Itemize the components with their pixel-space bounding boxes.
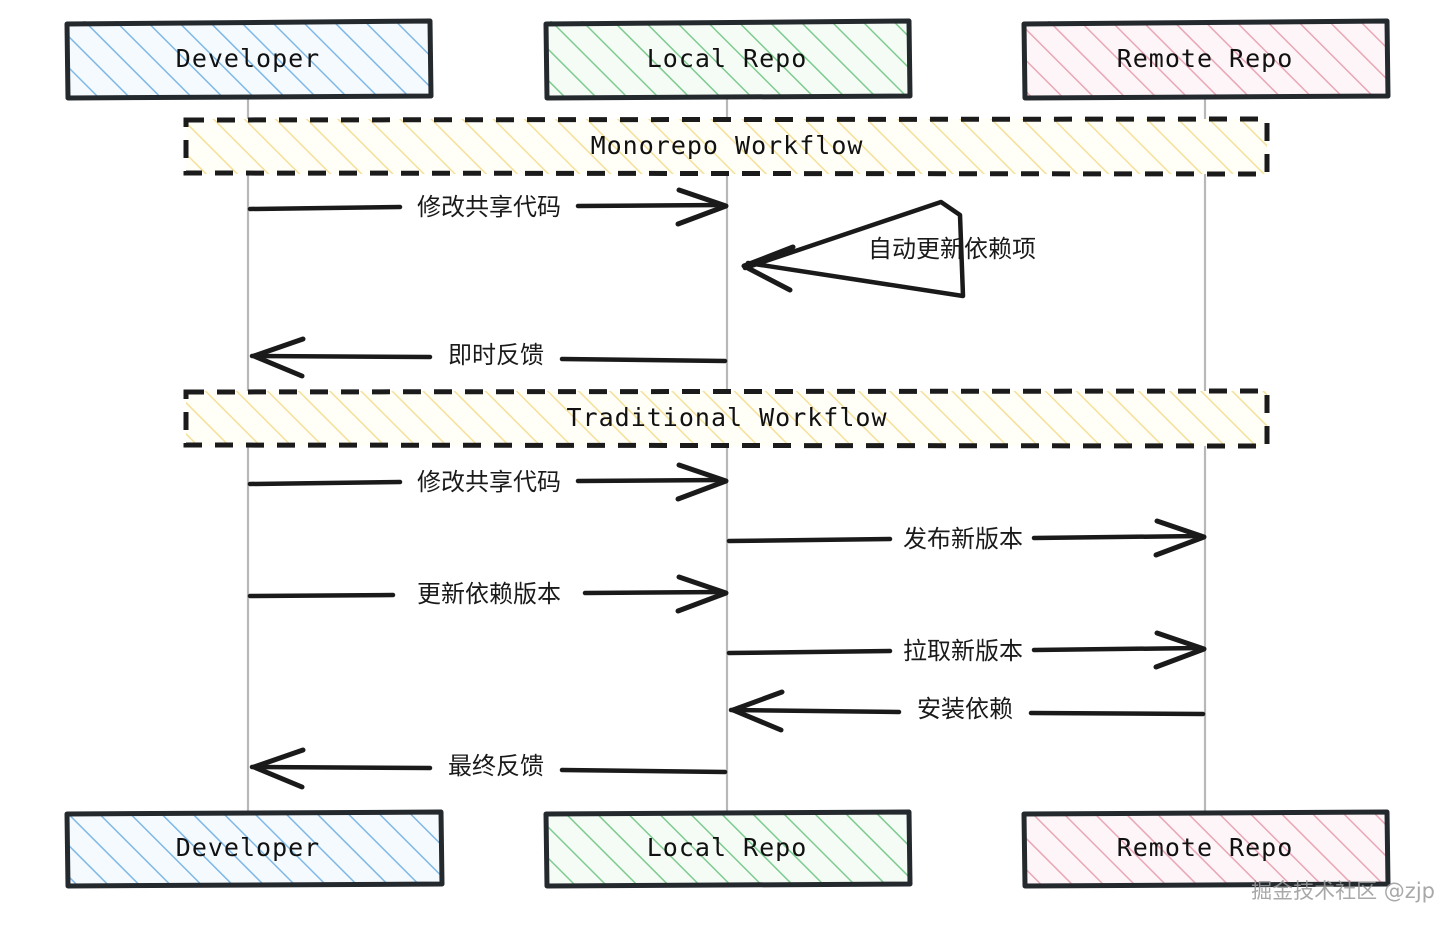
workflow-banner-traditional[interactable]: Traditional Workflow	[183, 388, 1270, 449]
message-arrow-install-dependencies[interactable]: 安装依赖	[728, 689, 1206, 733]
message-label-publish-new-version: 发布新版本	[903, 525, 1023, 553]
participant-header-local-repo[interactable]: Local Repo	[543, 18, 913, 101]
message-arrow-final-feedback[interactable]: 最终反馈	[249, 747, 728, 790]
participant-footer-developer[interactable]: Developer	[64, 809, 445, 889]
participant-label-remote-repo: Remote Repo	[1117, 44, 1294, 73]
message-arrow-instant-feedback[interactable]: 即时反馈	[249, 336, 728, 379]
message-label-instant-feedback: 即时反馈	[448, 341, 544, 369]
workflow-banner-monorepo[interactable]: Monorepo Workflow	[183, 116, 1270, 177]
participant-label-developer: Developer	[176, 44, 320, 73]
participant-label-developer-footer: Developer	[176, 833, 320, 862]
message-label-final-feedback: 最终反馈	[448, 752, 544, 780]
message-arrow-modify-shared-code-1[interactable]: 修改共享代码	[247, 187, 729, 227]
message-label-modify-shared-code-1: 修改共享代码	[417, 193, 561, 221]
message-label-modify-shared-code-2: 修改共享代码	[417, 468, 561, 496]
message-selfloop-auto-update-dependencies[interactable]: 自动更新依赖项	[741, 199, 1036, 299]
message-label-install-dependencies: 安装依赖	[917, 695, 1013, 723]
participant-header-remote-repo[interactable]: Remote Repo	[1021, 18, 1391, 101]
lifelines	[246, 98, 1207, 812]
message-label-auto-update-dependencies: 自动更新依赖项	[868, 235, 1036, 263]
participant-label-local-repo-footer: Local Repo	[647, 833, 808, 862]
message-label-update-dependency-version: 更新依赖版本	[417, 580, 561, 608]
message-arrow-modify-shared-code-2[interactable]: 修改共享代码	[247, 462, 729, 502]
message-arrow-update-dependency-version[interactable]: 更新依赖版本	[247, 574, 729, 614]
participant-header-developer[interactable]: Developer	[64, 18, 434, 101]
message-label-pull-new-version: 拉取新版本	[903, 637, 1023, 665]
participant-footer-local-repo[interactable]: Local Repo	[543, 809, 913, 889]
workflow-banner-label-traditional: Traditional Workflow	[566, 403, 887, 432]
participant-label-local-repo: Local Repo	[647, 44, 808, 73]
watermark: 掘金技术社区 @zjp	[1251, 879, 1435, 903]
workflow-banner-label-monorepo: Monorepo Workflow	[591, 131, 864, 160]
participant-label-remote-repo-footer: Remote Repo	[1117, 833, 1294, 862]
message-arrow-pull-new-version[interactable]: 拉取新版本	[726, 630, 1207, 670]
participant-footer-remote-repo[interactable]: Remote Repo	[1021, 809, 1391, 889]
message-arrow-publish-new-version[interactable]: 发布新版本	[726, 518, 1207, 558]
